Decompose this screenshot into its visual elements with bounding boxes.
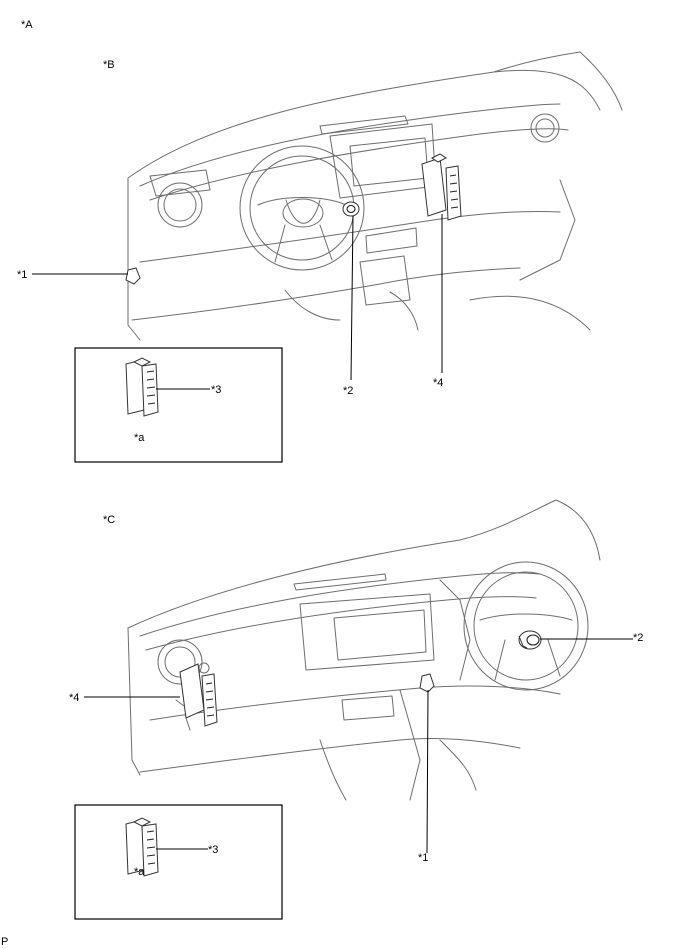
- view-b-label: *B: [103, 59, 115, 71]
- leader-2-top: [350, 215, 354, 381]
- part-2-icon: [342, 201, 360, 217]
- callout-1-top: *1: [17, 269, 27, 281]
- callout-4-top: *4: [433, 377, 443, 389]
- callout-3-top: *3: [211, 384, 221, 396]
- view-c-label: *C: [103, 514, 115, 526]
- callout-2-top: *2: [343, 385, 353, 397]
- part-4-icon-bottom: [175, 663, 218, 731]
- lhd-dashboard-drawing: [125, 51, 623, 341]
- callout-2-bottom: *2: [633, 632, 643, 644]
- part-1-icon-bottom: [419, 673, 435, 693]
- caption-a-top: *a: [134, 432, 145, 444]
- rhd-dashboard-drawing: [127, 499, 601, 801]
- inset-box-bottom: [74, 804, 283, 920]
- inset-box-top: [74, 347, 283, 463]
- part-2-icon-bottom: [518, 630, 542, 650]
- part-3-icon-top: [125, 357, 159, 417]
- part-3-icon-bottom: [125, 817, 159, 877]
- footer-code: P: [1, 936, 8, 948]
- callout-3-bottom: *3: [208, 844, 218, 856]
- part-4-icon: [421, 153, 462, 221]
- leader-1-bottom: [426, 689, 429, 854]
- callout-4-bottom: *4: [69, 692, 79, 704]
- caption-a-bottom: *a: [134, 866, 145, 878]
- part-1-icon: [125, 267, 141, 285]
- view-a-label: *A: [21, 19, 33, 31]
- callout-1-bottom: *1: [418, 852, 428, 864]
